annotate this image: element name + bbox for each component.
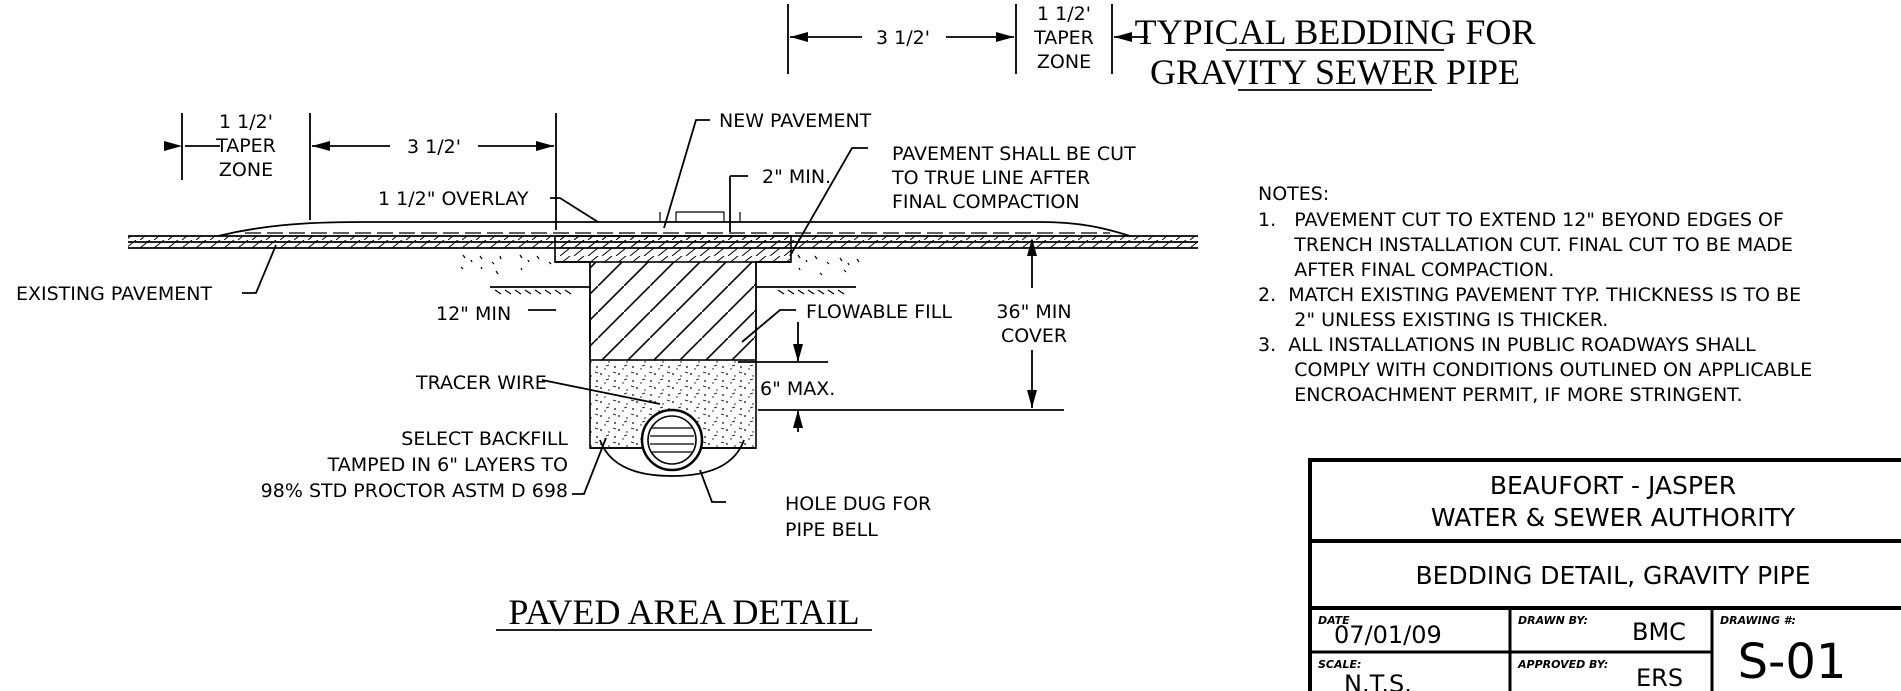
backfill-label-3: 98% STD PROCTOR ASTM D 698 [261, 480, 568, 502]
hole-label-1: HOLE DUG FOR [785, 493, 931, 515]
paved-area-title: PAVED AREA DETAIL [508, 592, 859, 632]
existing-pavement-label: EXISTING PAVEMENT [16, 283, 213, 305]
min-12in-label: 12" MIN [436, 303, 511, 325]
overlay-taper [217, 211, 1131, 237]
note-line: ENCROACHMENT PERMIT, IF MORE STRINGENT. [1258, 384, 1743, 406]
cut-label-1: PAVEMENT SHALL BE CUT [892, 143, 1136, 165]
new-pavement-label: NEW PAVEMENT [719, 110, 872, 132]
note-line: COMPLY WITH CONDITIONS OUTLINED ON APPLI… [1258, 359, 1812, 381]
leader-lines [242, 119, 868, 503]
note-line: 1. PAVEMENT CUT TO EXTEND 12" BEYOND EDG… [1258, 209, 1784, 231]
left-span-label: 3 1/2' [407, 136, 461, 158]
note-line: AFTER FINAL COMPACTION. [1258, 259, 1554, 281]
min-2in-label: 2" MIN. [762, 166, 831, 188]
scale-label: SCALE: [1318, 658, 1361, 671]
max-6in-label: 6" MAX. [760, 378, 835, 400]
top-taper-label-2: TAPER [1033, 27, 1094, 49]
trench [490, 261, 856, 449]
title-block: BEAUFORT - JASPER WATER & SEWER AUTHORIT… [1308, 458, 1901, 691]
drawn-by-label: DRAWN BY: [1518, 614, 1588, 627]
cut-label-2: TO TRUE LINE AFTER [891, 167, 1090, 189]
approved-by-label: APPROVED BY: [1517, 658, 1608, 671]
cut-label-3: FINAL COMPACTION [892, 191, 1080, 213]
top-dimensions [164, 4, 1148, 232]
notes-heading: NOTES: [1258, 183, 1329, 205]
overlay-label: 1 1/2" OVERLAY [378, 188, 529, 210]
approved-by-value: ERS [1636, 664, 1683, 691]
backfill-label-1: SELECT BACKFILL [401, 428, 568, 450]
note-line: 3. ALL INSTALLATIONS IN PUBLIC ROADWAYS … [1258, 334, 1756, 356]
typical-title-line1: TYPICAL BEDDING FOR [1135, 12, 1536, 52]
left-taper-label-2: TAPER [215, 135, 276, 157]
new-pavement-patch [554, 235, 792, 263]
notes: NOTES: 1. PAVEMENT CUT TO EXTEND 12" BEY… [1258, 183, 1812, 406]
top-taper-label-3: ZONE [1037, 51, 1091, 73]
org-name-line2: WATER & SEWER AUTHORITY [1431, 503, 1796, 532]
flowable-fill-label: FLOWABLE FILL [806, 301, 952, 323]
cover-label-2: COVER [1001, 325, 1067, 347]
drawing-title: BEDDING DETAIL, GRAVITY PIPE [1415, 561, 1810, 590]
cover-dimension [738, 238, 1064, 432]
drawing-number-value: S-01 [1738, 634, 1847, 690]
tracer-wire-label: TRACER WIRE [415, 372, 547, 394]
scale-value: N.T.S. [1344, 670, 1412, 691]
note-line: TRENCH INSTALLATION CUT. FINAL CUT TO BE… [1258, 234, 1793, 256]
drawing-number-label: DRAWING #: [1720, 614, 1796, 627]
cover-label-1: 36" MIN [996, 301, 1071, 323]
note-line: 2" UNLESS EXISTING IS THICKER. [1258, 309, 1608, 331]
hole-label-2: PIPE BELL [785, 519, 878, 541]
backfill-label-2: TAMPED IN 6" LAYERS TO [327, 454, 568, 476]
ground-marks [460, 254, 860, 295]
date-value: 07/01/09 [1334, 621, 1442, 649]
top-taper-label-1: 1 1/2' [1037, 3, 1091, 25]
left-taper-label-1: 1 1/2' [219, 111, 273, 133]
org-name-line1: BEAUFORT - JASPER [1490, 471, 1736, 500]
top-span-label: 3 1/2' [876, 27, 930, 49]
pipe [599, 408, 745, 477]
typical-title-line2: GRAVITY SEWER PIPE [1150, 52, 1520, 92]
note-line: 2. MATCH EXISTING PAVEMENT TYP. THICKNES… [1258, 284, 1801, 306]
left-taper-label-3: ZONE [219, 159, 273, 181]
drawn-by-value: BMC [1632, 618, 1686, 646]
date-label: DATE [1318, 614, 1350, 627]
